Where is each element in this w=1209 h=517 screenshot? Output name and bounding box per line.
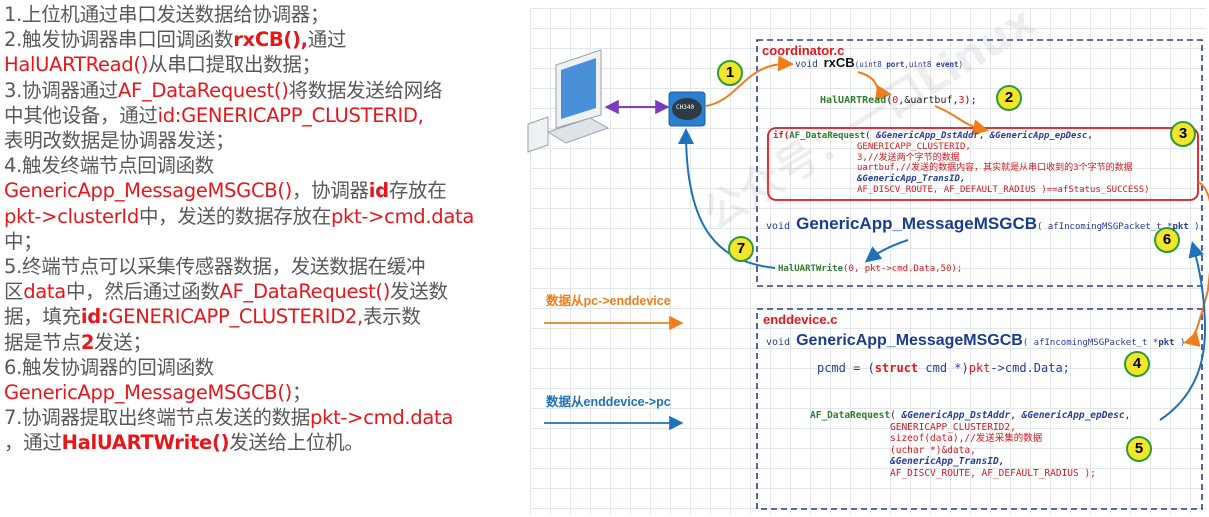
step-5-text-g: 据是节点 xyxy=(4,330,81,354)
step-2-fn-b: HalUARTRead() xyxy=(4,53,148,77)
step-7-data: pkt->cmd.data xyxy=(310,406,454,430)
step-badge-5: 5 xyxy=(1126,436,1152,462)
arrow-halread-to-afreq xyxy=(934,105,989,135)
step-4-data: pkt->cmd.data xyxy=(330,204,474,228)
step-5-text-f: 表示数 xyxy=(362,305,421,329)
arrow-rxcb-to-halread xyxy=(857,71,892,101)
step-2-line-2: HalUARTRead()从串口提取出数据； xyxy=(4,52,524,77)
step-3-text: 3.协调器通过 xyxy=(4,78,119,102)
step-4-line-2: GenericApp_MessageMSGCB()，协调器id存放在 xyxy=(4,178,524,203)
step-3-line-3: 表明改数据是协调器发送； xyxy=(4,128,524,153)
step-3-fn: AF_DataRequest() xyxy=(118,78,289,102)
step-6-text-b: ； xyxy=(291,381,312,405)
step-4-line-3: pkt->clusterId中，发送的数据存放在pkt->cmd.data xyxy=(4,204,524,229)
step-5-line-1: 5.终端节点可以采集传感器数据，发送数据在缓冲 xyxy=(4,254,524,279)
step-5-text-h: 发送； xyxy=(94,330,152,354)
ch340-chip xyxy=(668,91,706,127)
step-2-text-b: 通过 xyxy=(307,28,347,52)
step-5-fn: AF_DataRequest() xyxy=(219,280,391,304)
coordinator-file-box xyxy=(756,39,1203,287)
ch340-label: CH340 xyxy=(676,104,695,111)
step-description-panel: 1.上位机通过串口发送数据给协调器； 2.触发协调器串口回调函数rxCB(),通… xyxy=(4,2,524,456)
step-7-fn: HalUARTWrite() xyxy=(61,431,230,455)
step-badge-1: 1 xyxy=(717,60,743,86)
step-1-text: 1.上位机通过串口发送数据给协调器； xyxy=(4,3,330,26)
step-4-text-d: 中，发送的数据存放在 xyxy=(138,204,331,228)
step-3-line-1: 3.协调器通过AF_DataRequest()将数据发送给网络 xyxy=(4,78,524,103)
step-4-line-1: 4.触发终端节点回调函数 xyxy=(4,153,524,178)
step-7-line-2: ，通过HalUARTWrite()发送给上位机。 xyxy=(4,430,524,455)
enddevice-title: enddevice.c xyxy=(763,312,838,327)
step-3-id: id:GENERICAPP_CLUSTERID, xyxy=(157,103,424,127)
step-badge-4: 4 xyxy=(1124,351,1150,377)
code-pcmd: pcmd = (struct cmd *)pkt->cmd.Data; xyxy=(817,361,1070,375)
pc-computer-icon xyxy=(527,49,610,153)
code-rxcb: void rxCB(uint8 port,uint8 event) xyxy=(795,55,964,70)
code-halwrite: HalUARTWrite(0, pkt->cmd.Data,50); xyxy=(778,264,963,274)
step-4-text-e: 中； xyxy=(4,229,43,253)
step-3-text-d: 表明改数据是协调器发送； xyxy=(4,129,235,153)
step-5-text-c: 中，然后通过函数 xyxy=(65,280,220,304)
step-7-line-1: 7.协调器提取出终端节点发送的数据pkt->cmd.data xyxy=(4,405,524,430)
step-4-line-4: 中； xyxy=(4,229,524,254)
arrow-enddevice-to-coord xyxy=(1159,241,1207,421)
step-5-text-b: 区 xyxy=(4,280,24,304)
step-7-text-c: 发送给上位机。 xyxy=(229,431,364,455)
legend-pc-to-enddevice: 数据从pc->enddevice xyxy=(546,294,671,308)
step-4-text-b: ，协调器 xyxy=(291,179,369,203)
code-af-datarequest-coord: if(AF_DataRequest( &GenericApp_DstAddr, … xyxy=(773,131,1150,195)
step-7-text: 7.协调器提取出终端节点发送的数据 xyxy=(4,406,311,430)
step-4-fn: GenericApp_MessageMSGCB() xyxy=(4,179,292,203)
step-4-id: id xyxy=(368,179,389,203)
arrow-chip-to-rxcb xyxy=(705,55,794,107)
step-5-id: GENERICAPP_CLUSTERID2, xyxy=(108,305,363,329)
step-2-fn: rxCB(), xyxy=(233,28,308,52)
arrow-halwrite-to-chip xyxy=(678,128,776,269)
coordinator-title: coordinator.c xyxy=(762,43,845,58)
step-5-line-4: 据是节点2发送； xyxy=(4,330,524,355)
step-5-node: 2 xyxy=(80,330,95,354)
code-msgcb-enddevice: void GenericApp_MessageMSGCB( afIncoming… xyxy=(766,332,1186,349)
step-5-text-d: 发送数 xyxy=(390,280,448,304)
step-6-fn: GenericApp_MessageMSGCB() xyxy=(4,381,292,405)
step-2-text: 2.触发协调器串口回调函数 xyxy=(4,28,234,52)
code-af-datarequest-enddevice: AF_DataRequest( &GenericApp_DstAddr, &Ge… xyxy=(810,410,1131,479)
step-badge-3: 3 xyxy=(1170,121,1196,147)
step-2-line-1: 2.触发协调器串口回调函数rxCB(),通过 xyxy=(4,27,524,52)
step-5-line-3: 据，填充id:GENERICAPP_CLUSTERID2,表示数 xyxy=(4,304,524,329)
step-6-line-1: 6.触发协调器的回调函数 xyxy=(4,355,524,380)
step-badge-2: 2 xyxy=(996,85,1022,111)
step-1: 1.上位机通过串口发送数据给协调器； xyxy=(4,2,524,27)
step-5-data: data xyxy=(23,280,66,304)
code-msgcb-coordinator: void GenericApp_MessageMSGCB( afIncoming… xyxy=(766,214,1200,233)
legend-enddevice-to-pc: 数据从enddevice->pc xyxy=(546,395,671,409)
step-badge-7: 7 xyxy=(728,236,754,262)
step-6-text: 6.触发协调器的回调函数 xyxy=(4,355,215,379)
arrow-msgcb-to-halwrite xyxy=(864,239,909,263)
step-3-text-b: 将数据发送给网络 xyxy=(288,78,443,102)
enddevice-file-box xyxy=(756,308,1203,510)
step-4-text-c: 存放在 xyxy=(388,179,447,203)
step-badge-6: 6 xyxy=(1154,227,1180,253)
step-5-line-2: 区data中，然后通过函数AF_DataRequest()发送数 xyxy=(4,279,524,304)
step-5-text-e: 据，填充 xyxy=(4,305,81,329)
step-4-text: 4.触发终端节点回调函数 xyxy=(4,154,215,178)
step-3-text-c: 中其他设备，通过 xyxy=(4,103,158,127)
step-5-text: 5.终端节点可以采集传感器数据，发送数据在缓冲 xyxy=(4,255,426,279)
step-4-clusterid: pkt->clusterId xyxy=(4,204,139,228)
step-6-line-2: GenericApp_MessageMSGCB()； xyxy=(4,380,524,405)
code-halread: HalUARTRead(0,&uartbuf,3); xyxy=(820,95,977,106)
step-7-text-b: ，通过 xyxy=(4,431,62,455)
step-2-text-c: 从串口提取出数据； xyxy=(148,53,321,77)
step-5-id-label: id: xyxy=(80,305,109,329)
step-3-line-2: 中其他设备，通过id:GENERICAPP_CLUSTERID, xyxy=(4,103,524,128)
